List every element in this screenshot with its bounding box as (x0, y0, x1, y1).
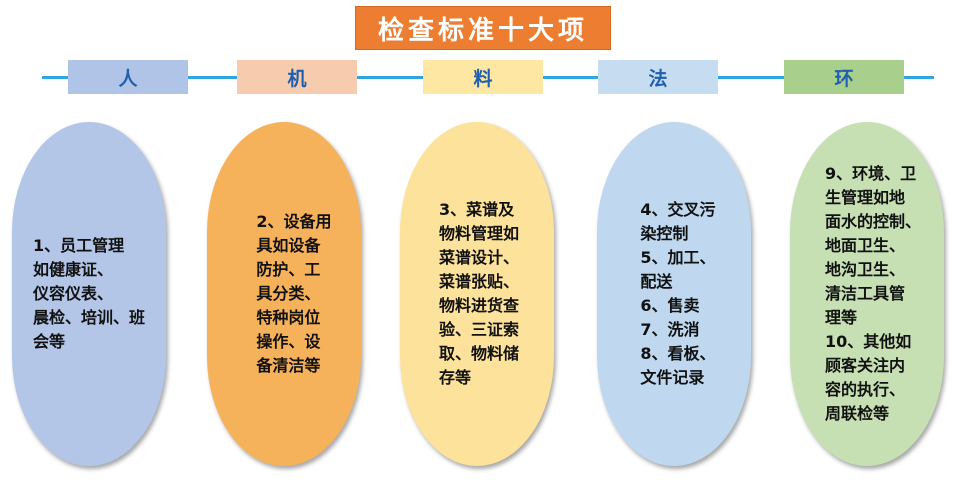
category-tag-liao: 料 (423, 60, 543, 94)
category-card-text: 4、交叉污 染控制 5、加工、 配送 6、售卖 7、洗消 8、看板、 文件记录 (640, 200, 716, 387)
category-card-text: 2、设备用 具如设备 防护、工 具分类、 特种岗位 操作、设 备清洁等 (256, 212, 332, 375)
category-tag-fa: 法 (598, 60, 718, 94)
category-card-text: 3、菜谱及 物料管理如 菜谱设计、 菜谱张贴、 物料进货查 验、三证索 取、物料… (438, 200, 519, 387)
category-card-text: 9、环境、卫 生管理如地 面水的控制、 地面卫生、 地沟卫生、 清洁工具管 理等… (824, 164, 921, 423)
category-card-liao: 3、菜谱及 物料管理如 菜谱设计、 菜谱张贴、 物料进货查 验、三证索 取、物料… (400, 122, 554, 466)
category-card-text: 1、员工管理 如健康证、 仪容仪表、 晨检、培训、班 会等 (32, 236, 145, 351)
category-tag-huan: 环 (784, 60, 904, 94)
category-card-huan: 9、环境、卫 生管理如地 面水的控制、 地面卫生、 地沟卫生、 清洁工具管 理等… (790, 122, 944, 466)
category-card-ji: 2、设备用 具如设备 防护、工 具分类、 特种岗位 操作、设 备清洁等 (207, 122, 361, 466)
category-card-ren: 1、员工管理 如健康证、 仪容仪表、 晨检、培训、班 会等 (12, 122, 166, 466)
category-tag-ren: 人 (68, 60, 188, 94)
category-tag-ji: 机 (237, 60, 357, 94)
page-title: 检查标准十大项 (355, 6, 611, 50)
category-card-fa: 4、交叉污 染控制 5、加工、 配送 6、售卖 7、洗消 8、看板、 文件记录 (597, 122, 751, 466)
